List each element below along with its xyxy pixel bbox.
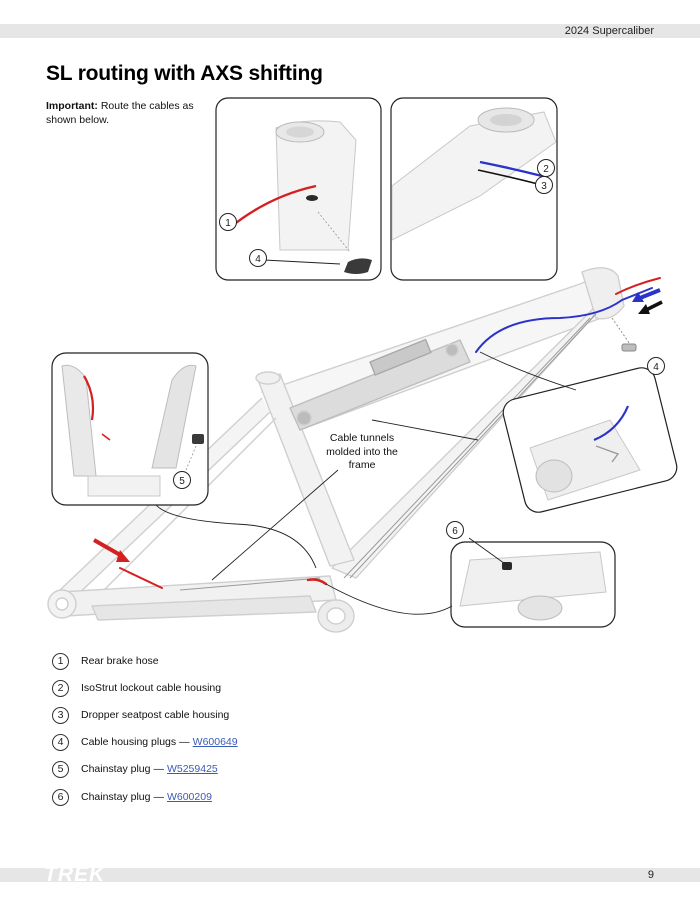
legend-number: 6 xyxy=(52,788,69,806)
page-number: 9 xyxy=(647,869,654,881)
cable-tunnels-callout: Cable tunnels molded into the frame xyxy=(326,432,398,471)
legend-number: 1 xyxy=(52,652,69,670)
housing-plug-drawing xyxy=(611,317,637,352)
legend-label: IsoStrut lockout cable housing xyxy=(81,682,222,694)
callout-4-upper-text: 4 xyxy=(255,254,261,265)
direction-arrows xyxy=(93,288,663,562)
legend-item-2: 2 IsoStrut lockout cable housing xyxy=(52,679,221,697)
legend-label: Dropper seatpost cable housing xyxy=(81,709,230,721)
legend-item-4: 4 Cable housing plugs — W600649 xyxy=(52,733,238,751)
callout-6: 6 xyxy=(446,521,464,539)
intro-text: Route the cables as shown below. xyxy=(46,100,194,126)
legend-number: 5 xyxy=(52,760,69,778)
callout-4-upper: 4 xyxy=(249,249,267,267)
footer-bar xyxy=(0,868,700,882)
part-number-link-w600649[interactable]: W600649 xyxy=(192,736,238,748)
inset-bb-plug xyxy=(450,541,616,628)
inset-chainstay-plug xyxy=(51,352,209,506)
legend-item-5: 5 Chainstay plug — W5259425 xyxy=(52,760,218,778)
legend-number: 3 xyxy=(52,706,69,724)
inset-housing-entry xyxy=(390,97,558,281)
legend-dash: — xyxy=(153,763,164,775)
part-number-link-w5259425[interactable]: W5259425 xyxy=(166,763,218,775)
legend-item-6: 6 Chainstay plug — W600209 xyxy=(52,788,212,806)
callout-1-text: 1 xyxy=(225,218,231,229)
page-title: SL routing with AXS shifting xyxy=(46,62,323,85)
legend-dash: — xyxy=(153,791,164,803)
callout-5-text: 5 xyxy=(179,476,185,487)
legend-item-1: 1 Rear brake hose xyxy=(52,652,159,670)
intro-note: Important: Route the cables as shown bel… xyxy=(46,99,206,127)
callout-1: 1 xyxy=(219,213,237,231)
legend-item-3: 3 Dropper seatpost cable housing xyxy=(52,706,229,724)
callout-2-text: 2 xyxy=(543,164,549,175)
callout-3: 3 xyxy=(535,176,553,194)
routing-diagram: 1 2 3 4 4 5 6 xyxy=(47,97,678,633)
intro-bold: Important: xyxy=(46,100,98,112)
legend-label: Cable housing plugs xyxy=(81,736,177,748)
part-number-link-w600209[interactable]: W600209 xyxy=(166,791,212,803)
legend-label: Chainstay plug xyxy=(81,763,151,775)
inset-head-tube xyxy=(502,367,678,513)
legend-number: 2 xyxy=(52,679,69,697)
callout-2: 2 xyxy=(537,159,555,177)
callout-3-text: 3 xyxy=(541,181,547,192)
header-bar xyxy=(0,24,700,38)
callout-5: 5 xyxy=(173,471,191,489)
tunnel-lines xyxy=(179,313,597,591)
inset-brake-entry xyxy=(215,97,382,281)
legend-label: Rear brake hose xyxy=(81,655,159,667)
callout-4-lower: 4 xyxy=(647,357,665,375)
leader-lines xyxy=(155,351,577,615)
legend-dash: — xyxy=(179,736,190,748)
document-title: 2024 Supercaliber xyxy=(564,25,654,37)
legend-label: Chainstay plug xyxy=(81,791,151,803)
legend-number: 4 xyxy=(52,733,69,751)
bike-frame xyxy=(47,267,625,633)
callout-4-lower-text: 4 xyxy=(653,362,659,373)
frame-cables xyxy=(119,277,661,589)
callout-6-text: 6 xyxy=(452,526,458,537)
trek-logo: TREK xyxy=(44,863,106,886)
